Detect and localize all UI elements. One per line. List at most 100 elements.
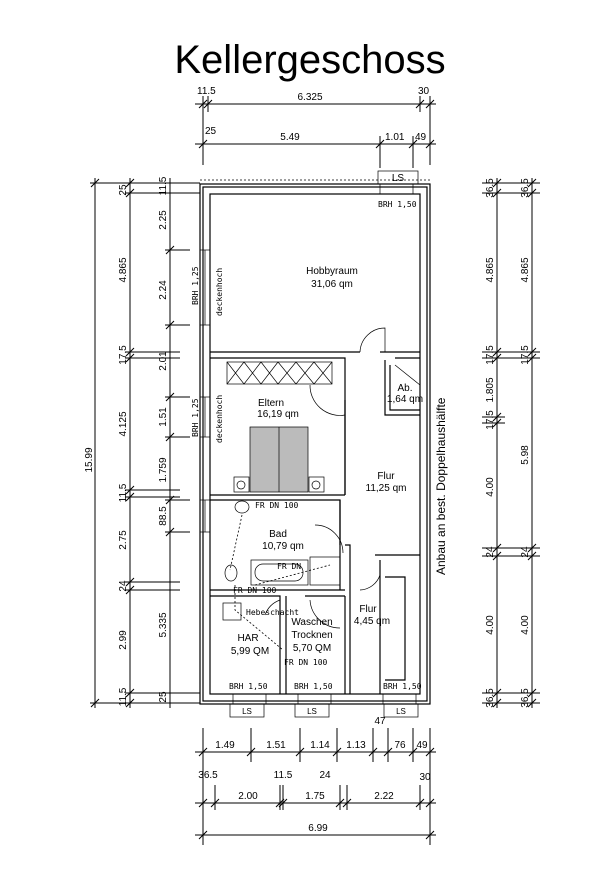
fr-dn-tub: FR DN: [277, 562, 301, 571]
dim-left-mid: 17.5: [118, 345, 129, 365]
dim-bottom-1: 1.49: [215, 740, 235, 751]
dim-right-1: 24: [485, 546, 496, 558]
dim-right-1: 4.00: [485, 615, 496, 635]
dim-left-inner: 2.24: [158, 280, 169, 300]
bathtub: [250, 559, 309, 586]
room-flur2-area: 4,45 qm: [354, 616, 390, 627]
room-flur2-name: Flur: [359, 604, 377, 615]
dim-left-inner: 1.759: [158, 457, 169, 482]
dim-left-mid: 24: [118, 580, 129, 592]
shower: [309, 556, 341, 586]
brh-flur: BRH 1,50: [383, 682, 422, 691]
dim-left-inner: 1.51: [158, 407, 169, 427]
ls-label-3: LS: [396, 707, 406, 716]
hebeschacht-box: [222, 602, 242, 621]
ls-label-1: LS: [242, 707, 252, 716]
plan-title: Kellergeschoss: [174, 38, 445, 82]
nightstand-left: [233, 476, 250, 493]
room-waschen-name: Waschen: [291, 617, 332, 628]
dim-right-2: 5.98: [520, 445, 531, 465]
dim-bottom-1: 1.51: [266, 740, 286, 751]
brh-top: BRH 1,50: [378, 200, 417, 209]
room-ab-area: 1,64 qm: [387, 394, 423, 405]
dim-top-2: 6.325: [297, 92, 322, 103]
dim-left-inner: 88.5: [158, 506, 169, 526]
dim-left-mid: 25: [118, 184, 129, 196]
room-waschen-area: 5,70 QM: [293, 643, 331, 654]
room-flur1-name: Flur: [377, 471, 395, 482]
left-dimensions: 15.99 25 4.865 17.5 4.125 11.5 2.75 24 2…: [84, 176, 200, 708]
deckenhoch-1: deckenhoch: [215, 268, 224, 316]
ls-label-top: LS: [392, 173, 405, 184]
dim-bottom-2: 11.5: [274, 770, 293, 781]
dim-left-inner: 2.25: [158, 210, 169, 230]
dim-bottom-1: 47: [374, 716, 386, 727]
room-ab-name: Ab.: [397, 383, 412, 394]
dim-bottom-1: 1.13: [346, 740, 366, 751]
dim-left-inner: 25: [158, 691, 169, 703]
dim-right-2: 24: [520, 546, 531, 558]
brh-window-2: BRH 1,25: [191, 398, 200, 437]
dim-right-1: 36.5: [485, 178, 496, 198]
dim-left-inner: 2.01: [158, 351, 169, 371]
room-waschen-name2: Trocknen: [291, 630, 332, 641]
bottom-dimensions: 1.49 1.51 1.14 1.13 47 76 49 36.5 11.5 2…: [195, 716, 436, 845]
dim-bottom-2: 24: [319, 770, 331, 781]
dim-right-1: 4.865: [485, 257, 496, 282]
dim-left-mid: 11.5: [118, 483, 129, 502]
dim-bottom-2: 30: [419, 772, 431, 783]
room-bad-name: Bad: [269, 529, 287, 540]
washbasin: [234, 500, 250, 514]
annotations: BRH 1,50 BRH 1,50 BRH 1,50 BRH 1,50 BRH …: [191, 200, 448, 691]
dim-right-2: 17.5: [520, 345, 531, 365]
dim-top-1: 11.5: [197, 86, 216, 97]
brh-har: BRH 1,50: [229, 682, 268, 691]
dim-right-2: 4.865: [520, 257, 531, 282]
room-hobby-name: Hobbyraum: [306, 266, 358, 277]
dim-right-1: 36.5: [485, 688, 496, 708]
dim-right-1: 17.5: [485, 345, 496, 365]
dim-right-1: 17.5: [485, 410, 496, 430]
furniture: [222, 361, 341, 651]
brh-window-1: BRH 1,25: [191, 266, 200, 305]
dim-left-mid: 2.75: [118, 530, 129, 550]
fr-dn-bad: FR DN 100: [255, 501, 299, 510]
fr-dn-har: FR DN 100: [284, 658, 328, 667]
room-hobby-area: 31,06 qm: [311, 279, 353, 290]
dim-left-mid: 2.99: [118, 630, 129, 650]
dim-right-2: 36.5: [520, 178, 531, 198]
dim-top-6: 1.01: [385, 132, 405, 143]
room-har-area: 5,99 QM: [231, 646, 269, 657]
room-bad-area: 10,79 qm: [262, 541, 304, 552]
dim-top-5: 5.49: [280, 132, 300, 143]
room-har-name: HAR: [237, 633, 258, 644]
dim-bottom-total: 6.99: [308, 823, 328, 834]
toilet: [224, 564, 238, 582]
ls-label-2: LS: [307, 707, 317, 716]
room-labels: Hobbyraum 31,06 qm Eltern 16,19 qm Ab. 1…: [231, 266, 423, 657]
side-label: Anbau an best. Doppelhaushälfte: [434, 397, 448, 575]
brh-waschen: BRH 1,50: [294, 682, 333, 691]
ls-boxes: LS LS LS LS: [229, 170, 419, 718]
dim-left-mid: 4.865: [118, 257, 129, 282]
right-dimensions: 36.5 4.865 17.5 1.805 17.5 4.00 24 4.00 …: [482, 178, 540, 708]
room-eltern-area: 16,19 qm: [257, 409, 299, 420]
dim-bottom-2: 2.22: [374, 791, 394, 802]
dim-right-1: 1.805: [485, 377, 496, 402]
nightstand-right: [308, 476, 325, 493]
dim-top-7: 49: [415, 132, 427, 143]
dim-bottom-1: 76: [394, 740, 406, 751]
room-flur1-area: 11,25 qm: [366, 483, 407, 494]
dim-bottom-2: 1.75: [305, 791, 325, 802]
dim-right-1: 4.00: [485, 477, 496, 497]
dim-bottom-2: 36.5: [198, 770, 218, 781]
fr-dn-wc: FR DN 100: [233, 586, 277, 595]
top-dimensions: 11.5 6.325 30 25 5.49 1.01 49: [195, 86, 436, 168]
dim-bottom-2: 2.00: [238, 791, 258, 802]
hebeschacht-label: Hebeschacht: [246, 608, 299, 617]
dim-bottom-1: 49: [416, 740, 428, 751]
dim-right-2: 4.00: [520, 615, 531, 635]
dim-top-4: 25: [205, 126, 217, 137]
wardrobe: [226, 361, 333, 385]
